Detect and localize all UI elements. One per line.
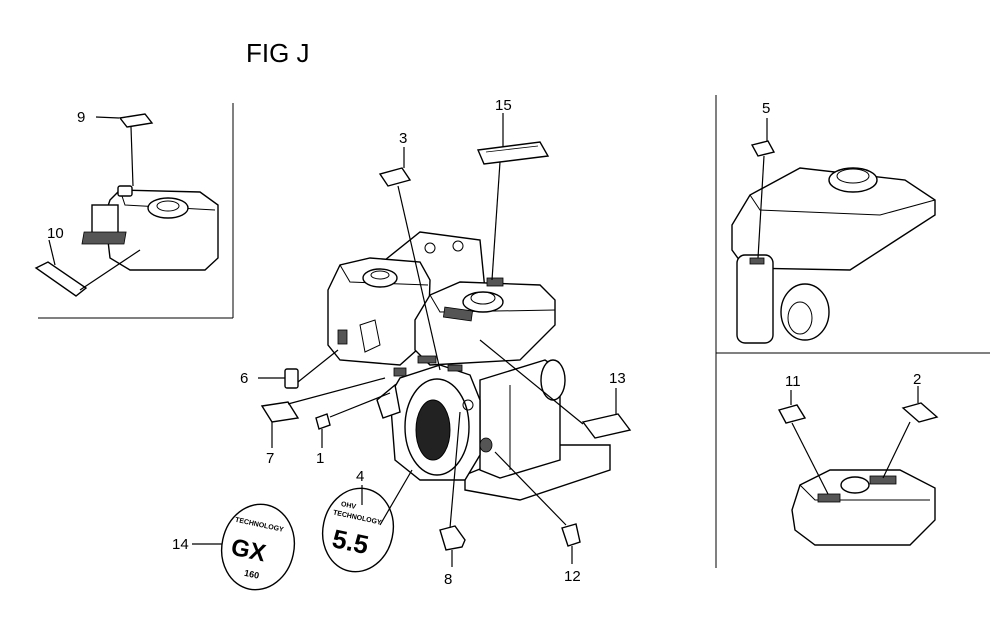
main-engine (327, 231, 611, 501)
part-2-decal (901, 402, 939, 423)
callout-5: 5 (762, 100, 770, 117)
part-4-emblem: OHV TECHNOLOGY 5.5 (321, 487, 395, 573)
callout-15: 15 (495, 97, 512, 114)
part-5-decal (750, 140, 776, 157)
callout-13: 13 (609, 370, 626, 387)
part-11-decal (777, 404, 807, 424)
part-13-decal (581, 413, 632, 439)
part-3-decal (378, 167, 412, 187)
callout-14: 14 (172, 536, 189, 553)
inset-left (38, 103, 234, 319)
callout-9: 9 (77, 109, 85, 126)
part-15-decal (476, 141, 550, 165)
callout-6: 6 (240, 370, 248, 387)
callout-8: 8 (444, 571, 452, 588)
part-8-decal (439, 525, 466, 551)
callout-2: 2 (913, 371, 921, 388)
emblem-14-line2: 160 (243, 568, 260, 581)
callout-11: 11 (785, 373, 801, 390)
emblem-4-mark: 5.5 (330, 523, 372, 560)
callout-10: 10 (47, 225, 64, 242)
part-6-decal (284, 368, 299, 389)
part-12-decal (561, 523, 581, 547)
emblem-4-line1: OHV (340, 501, 357, 511)
callout-1: 1 (316, 450, 324, 467)
callout-7: 7 (266, 450, 274, 467)
part-1-decal (315, 413, 331, 430)
part-14-emblem: TECHNOLOGY GX 160 (220, 503, 296, 591)
inset-right (715, 95, 990, 568)
part-7-decal (260, 401, 300, 423)
callout-12: 12 (564, 568, 581, 585)
part-9-decal (118, 113, 154, 128)
callout-4: 4 (356, 468, 364, 485)
figure-title: FIG J (246, 38, 310, 68)
part-10-decal (34, 261, 88, 297)
callout-3: 3 (399, 130, 407, 147)
